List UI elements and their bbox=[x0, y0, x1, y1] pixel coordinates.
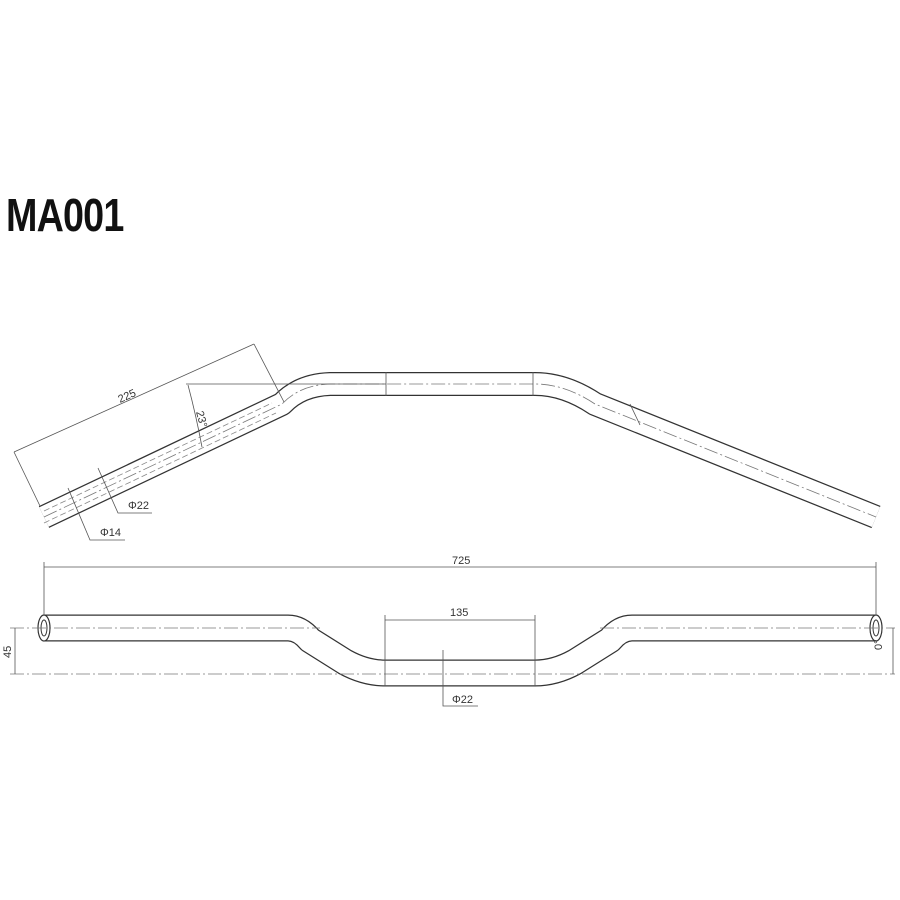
dim-phi22-front-label: Φ22 bbox=[452, 694, 473, 706]
dim-725-label: 725 bbox=[452, 555, 470, 567]
dim-45-label: 45 bbox=[2, 646, 14, 658]
front-view: 725 135 45 0° Φ22 bbox=[2, 555, 895, 707]
dim-0deg-label: 0° bbox=[873, 639, 885, 650]
dim-225-line bbox=[13, 343, 255, 453]
dim-225-label: 225 bbox=[116, 387, 138, 405]
dim-23deg-label: 23° bbox=[193, 410, 209, 429]
bore-hidden-lines bbox=[43, 402, 277, 524]
product-code-title: MA001 bbox=[6, 189, 124, 241]
handlebar-front-fill bbox=[44, 615, 876, 686]
top-centerline bbox=[43, 383, 877, 518]
dim-phi22-top-label: Φ22 bbox=[128, 500, 149, 512]
dim-phi14-label: Φ14 bbox=[100, 527, 121, 539]
top-view: 225 23° Φ22 Φ14 bbox=[13, 343, 881, 541]
dim-135-label: 135 bbox=[450, 607, 468, 619]
section-line bbox=[629, 403, 641, 426]
handlebar-top-fill bbox=[39, 373, 881, 527]
